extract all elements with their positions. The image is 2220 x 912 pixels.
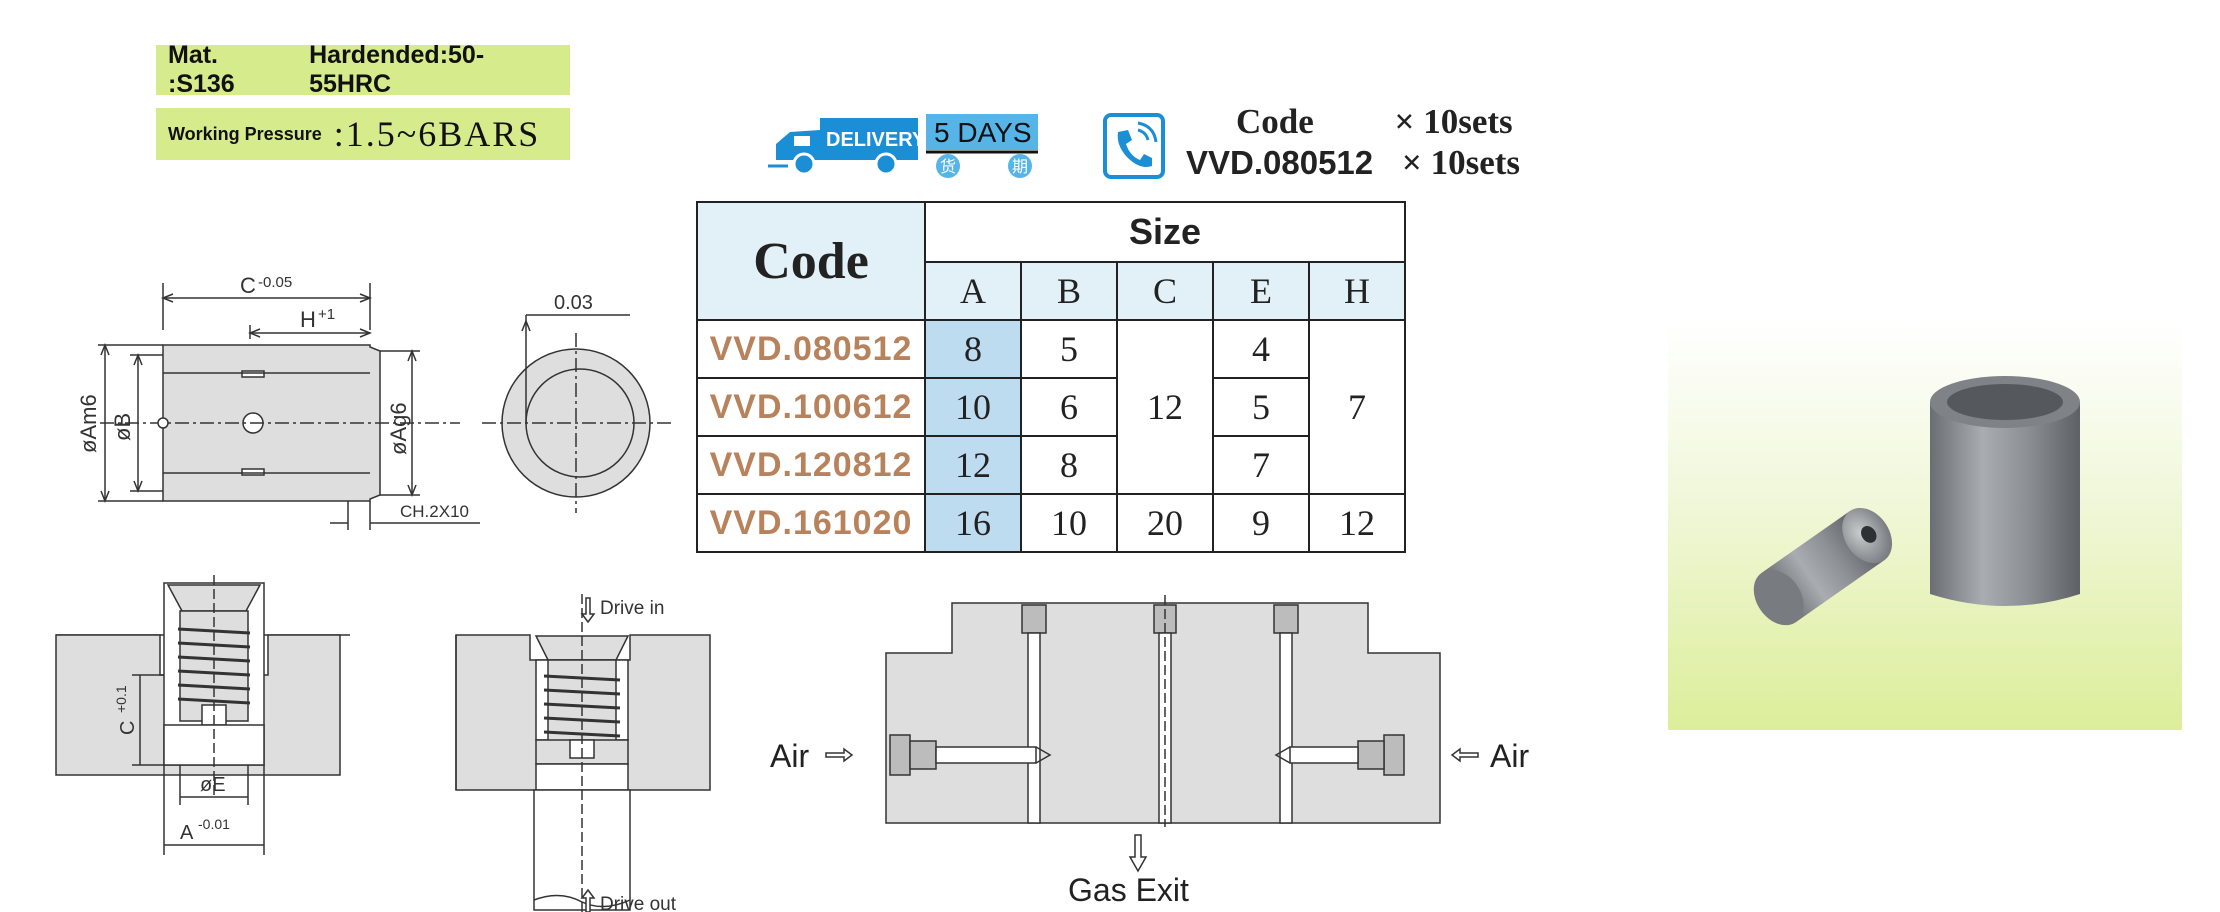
delivery-char-2: 期 <box>1012 158 1028 176</box>
dim-ag6-label: øAg6 <box>386 402 411 455</box>
product-photo <box>1668 322 2182 730</box>
hardness-text: Hardended:50-55HRC <box>309 41 485 98</box>
row-code: VVD.161020 <box>696 493 926 553</box>
delivery-badge: DELIVERY 5 DAYS 货 期 <box>768 114 1038 178</box>
cell-c: 20 <box>1116 493 1214 553</box>
dim-c2-tolerance: +0.1 <box>113 685 129 713</box>
col-header-b: B <box>1020 261 1118 321</box>
chamfer-label: CH.2X10 <box>400 502 469 521</box>
table-row: VVD.080512 8 5 12 4 7 <box>696 319 1406 495</box>
cell-e: 9 <box>1212 493 1310 553</box>
drive-in-label: Drive in <box>600 598 664 619</box>
drive-in-arrow-icon <box>580 597 596 624</box>
dim-am6-label: øAm6 <box>76 394 101 453</box>
pressure-label: Working Pressure <box>168 123 322 144</box>
delivery-label: DELIVERY <box>826 129 926 151</box>
dim-c-tolerance: -0.05 <box>258 274 292 291</box>
cell-e: 5 <box>1212 377 1310 437</box>
cell-h-merged: 7 <box>1308 319 1406 495</box>
order-code-label: Code <box>1236 102 1314 141</box>
delivery-truck-icon <box>768 118 918 176</box>
table-row: VVD.161020 16 10 20 9 12 <box>696 493 1406 553</box>
air-right-label: Air <box>1490 738 1529 774</box>
install-section-view: C +0.1 øE A -0.01 <box>55 575 350 855</box>
dim-a-label: A <box>180 822 194 844</box>
row-code: VVD.100612 <box>696 377 926 437</box>
cell-b: 6 <box>1020 377 1118 437</box>
col-header-c: C <box>1116 261 1214 321</box>
row-code: VVD.120812 <box>696 435 926 495</box>
code-header: Code <box>696 201 926 321</box>
working-pressure-spec: Working Pressure :1.5~6BARS <box>156 108 570 160</box>
air-flow-diagram: Air Air Gas Exit <box>770 595 1529 908</box>
cell-e: 7 <box>1212 435 1310 495</box>
dim-e-label: øE <box>200 774 226 796</box>
size-header: Size <box>924 201 1406 263</box>
air-in-right-arrow-icon <box>1450 747 1479 763</box>
material-text: Mat. :S136 <box>168 41 235 98</box>
size-table: Code Size A B C E H VVD.080512 8 5 12 4 … <box>696 201 1406 553</box>
order-line-2: VVD.080512 × 10sets <box>1186 143 1520 183</box>
dim-a-tolerance: -0.01 <box>198 816 230 832</box>
end-view-drawing: 0.03 <box>482 292 674 513</box>
vent-bushing-image <box>1753 376 2080 626</box>
dim-h-tolerance: +1 <box>318 306 335 323</box>
table-row: VVD.100612 10 6 5 <box>696 377 1405 437</box>
order-line-1: Code × 10sets <box>1236 102 1513 142</box>
gas-exit-label: Gas Exit <box>1068 872 1189 908</box>
cell-a: 16 <box>924 493 1022 553</box>
dim-c2-label: C <box>117 721 139 735</box>
cell-b: 10 <box>1020 493 1118 553</box>
order-code-value: VVD.080512 <box>1186 144 1374 181</box>
cell-a: 12 <box>924 435 1022 495</box>
air-in-left-arrow-icon <box>825 747 854 763</box>
drive-out-label: Drive out <box>600 894 677 912</box>
cell-a: 10 <box>924 377 1022 437</box>
row-code: VVD.080512 <box>696 319 926 379</box>
dim-c-label: C <box>240 273 256 298</box>
order-qty-1: × 10sets <box>1394 102 1513 141</box>
drive-section-view: Drive in Drive out <box>455 594 711 912</box>
col-header-e: E <box>1212 261 1310 321</box>
cell-b: 8 <box>1020 435 1118 495</box>
col-header-a: A <box>924 261 1022 321</box>
pressure-value: :1.5~6BARS <box>333 114 541 154</box>
material-spec: Mat. :S136 Hardended:50-55HRC <box>156 41 570 98</box>
cell-a: 8 <box>924 319 1022 379</box>
cell-h: 12 <box>1308 493 1406 553</box>
side-view-drawing: C -0.05 H +1 øAm6 øB øAg6 CH.2X10 <box>76 273 480 530</box>
phone-icon <box>1103 113 1165 179</box>
delivery-days: 5 DAYS <box>934 117 1032 148</box>
col-header-h: H <box>1308 261 1406 321</box>
drive-out-arrow-icon <box>580 888 596 912</box>
table-row: VVD.120812 12 8 7 <box>696 435 1405 495</box>
cell-b: 5 <box>1020 319 1118 379</box>
dim-h-label: H <box>300 307 316 332</box>
cell-e: 4 <box>1212 319 1310 379</box>
runout-label: 0.03 <box>554 292 593 314</box>
air-left-label: Air <box>770 738 809 774</box>
delivery-char-1: 货 <box>940 158 956 176</box>
order-qty-2: × 10sets <box>1401 143 1521 182</box>
cell-c-merged: 12 <box>1116 319 1214 495</box>
gas-exit-arrow-icon <box>1128 834 1148 873</box>
dim-b-label: øB <box>110 413 135 441</box>
